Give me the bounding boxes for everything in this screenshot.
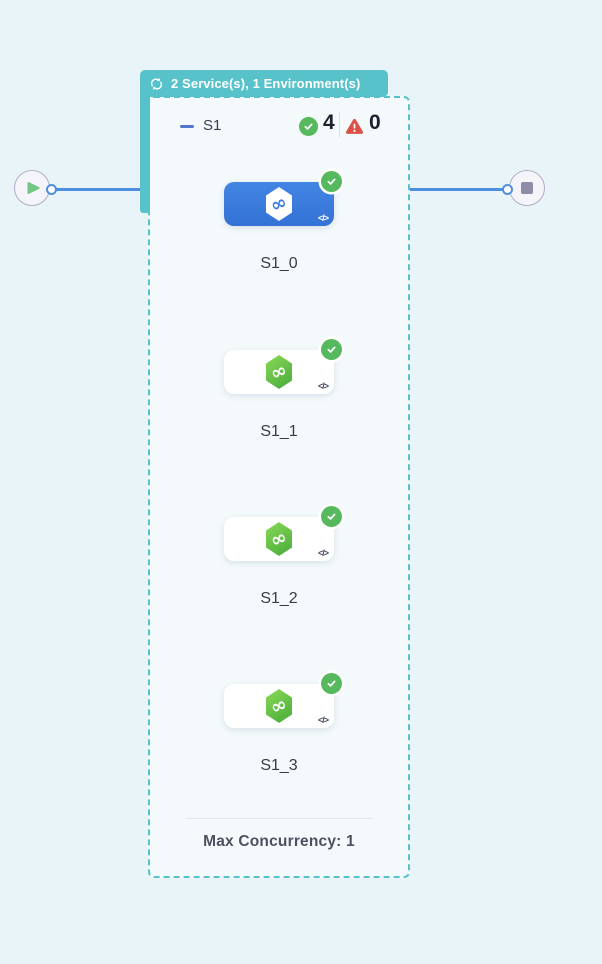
service-card[interactable]: ∞ </> [224, 506, 342, 561]
edge-connector-dot [502, 184, 513, 195]
code-icon: </> [317, 715, 329, 725]
max-concurrency-label: Max Concurrency: 1 [203, 833, 355, 850]
edge-connector-dot [46, 184, 57, 195]
code-icon: </> [317, 213, 329, 223]
service-node-s1-3: ∞ </> S1_3 [224, 673, 342, 775]
looping-strategy-strip [140, 96, 150, 213]
stop-icon [521, 182, 533, 194]
code-icon: </> [317, 381, 329, 391]
edge-stage-to-end [410, 188, 506, 191]
success-badge [321, 506, 342, 527]
footer-divider [186, 818, 372, 819]
service-hexagon-icon: ∞ [266, 689, 292, 723]
collapse-icon[interactable] [180, 125, 194, 128]
loop-icon [149, 77, 164, 91]
infinity-icon: ∞ [267, 692, 291, 719]
service-node-label: S1_0 [260, 255, 298, 272]
stage-group-container [148, 96, 410, 878]
pipeline-end-node [509, 170, 545, 206]
success-check-icon [299, 117, 318, 136]
service-card[interactable]: ∞ </> [224, 673, 342, 728]
service-node-s1-1: ∞ </> S1_1 [224, 339, 342, 441]
success-badge [321, 171, 342, 192]
service-hexagon-icon: ∞ [266, 187, 292, 221]
error-count: 0 [369, 111, 381, 134]
looping-strategy-badge[interactable]: 2 Service(s), 1 Environment(s) [140, 70, 388, 97]
service-node-s1-0: ∞ </> S1_0 [224, 171, 342, 273]
loop-badge-label: 2 Service(s), 1 Environment(s) [171, 76, 361, 91]
success-count: 4 [323, 111, 335, 134]
service-card[interactable]: ∞ </> [224, 339, 342, 394]
service-card[interactable]: ∞ </> [224, 171, 342, 226]
stage-name: S1 [203, 117, 222, 134]
pipeline-start-node [14, 170, 50, 206]
stage-header[interactable]: S1 4 0 [148, 110, 410, 146]
service-node-label: S1_1 [260, 423, 298, 440]
warning-triangle-icon [345, 118, 364, 135]
infinity-icon: ∞ [267, 190, 291, 217]
success-badge [321, 339, 342, 360]
service-hexagon-icon: ∞ [266, 522, 292, 556]
service-node-label: S1_3 [260, 757, 298, 774]
play-icon [27, 181, 40, 195]
infinity-icon: ∞ [267, 358, 291, 385]
edge-start-to-stage [52, 188, 141, 191]
count-divider [339, 112, 340, 138]
infinity-icon: ∞ [267, 525, 291, 552]
code-icon: </> [317, 548, 329, 558]
service-node-label: S1_2 [260, 590, 298, 607]
service-node-s1-2: ∞ </> S1_2 [224, 506, 342, 608]
service-hexagon-icon: ∞ [266, 355, 292, 389]
success-badge [321, 673, 342, 694]
